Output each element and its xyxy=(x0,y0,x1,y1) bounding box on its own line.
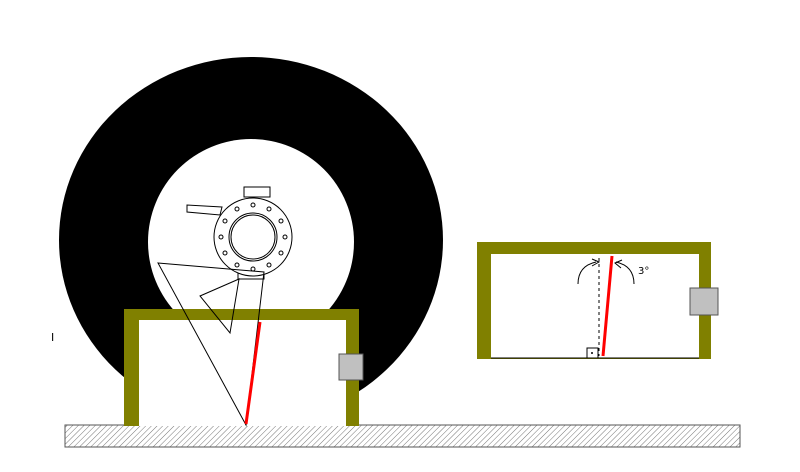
measuring-frame-detail xyxy=(477,242,711,359)
measuring-frame-left xyxy=(124,309,359,426)
ground-platform xyxy=(64,424,741,448)
clamp-detail xyxy=(689,287,719,316)
angle-label: 3° xyxy=(638,266,649,277)
right-angle-marker xyxy=(586,347,599,359)
wheel-hub xyxy=(186,186,293,280)
bolt-holes xyxy=(218,202,288,272)
angle-arrows xyxy=(577,258,635,285)
laser-line-detail xyxy=(601,255,614,357)
laser-line-left xyxy=(244,321,262,425)
clamp-left xyxy=(338,353,364,381)
side-mark: I xyxy=(51,331,54,344)
